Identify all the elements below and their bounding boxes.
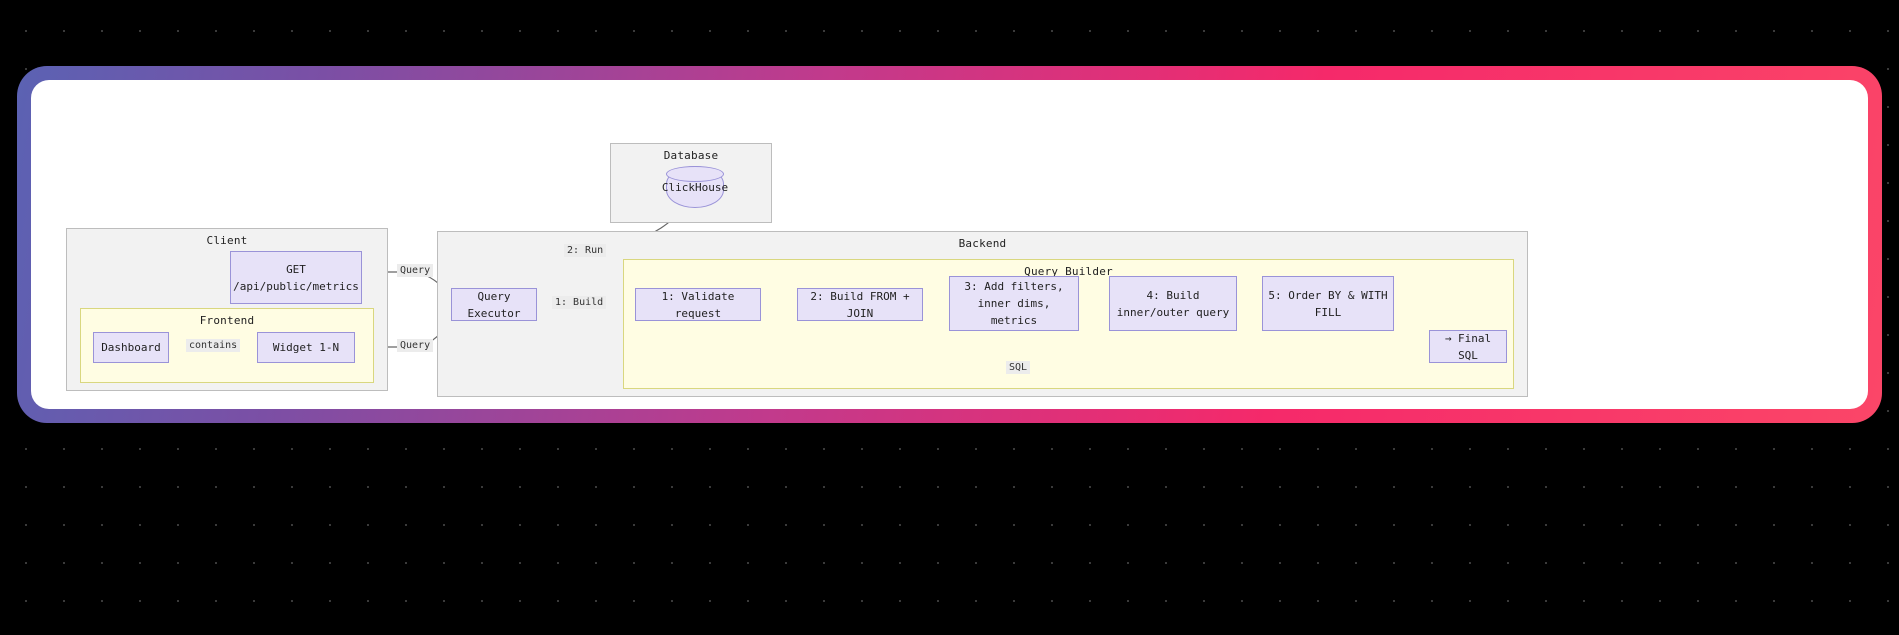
node-widget[interactable]: Widget 1-N — [257, 332, 355, 363]
node-widget-label: Widget 1-N — [272, 341, 340, 354]
node-step-5[interactable]: 5: Order BY & WITH FILL — [1262, 276, 1394, 331]
node-clickhouse[interactable]: ClickHouse — [662, 166, 728, 208]
node-get-endpoint[interactable]: GET /api/public/metrics — [230, 251, 362, 304]
edge-label-contains: contains — [186, 339, 241, 352]
gradient-frame: Database ClickHouse Client GET /api/publ… — [17, 66, 1882, 423]
group-query-builder-title: Query Builder — [1024, 265, 1113, 278]
node-step-3-line2: inner dims, metrics — [977, 297, 1051, 327]
node-dashboard[interactable]: Dashboard — [93, 332, 169, 363]
node-get-path: /api/public/metrics — [233, 279, 359, 293]
group-backend-title: Backend — [958, 237, 1007, 250]
edge-label-run: 2: Run — [564, 244, 607, 257]
node-step-1-label: 1: Validate request — [661, 289, 735, 320]
edge-label-query-get: Query — [397, 264, 434, 277]
group-database-title: Database — [663, 149, 719, 162]
node-clickhouse-label: ClickHouse — [661, 180, 729, 194]
node-step-3[interactable]: 3: Add filters, inner dims, metrics — [949, 276, 1079, 331]
group-client-title: Client — [206, 234, 248, 247]
node-step-4-line2: inner/outer query — [1116, 305, 1230, 319]
edge-label-build: 1: Build — [552, 296, 607, 309]
node-step-4[interactable]: 4: Build inner/outer query — [1109, 276, 1237, 331]
node-step-1[interactable]: 1: Validate request — [635, 288, 761, 321]
node-query-executor-label: Query Executor — [467, 289, 521, 320]
node-step-4-line1: 4: Build — [1146, 288, 1200, 302]
node-final-sql-label: → Final SQL — [1444, 331, 1492, 362]
node-dashboard-label: Dashboard — [101, 341, 161, 354]
node-query-executor[interactable]: Query Executor — [451, 288, 537, 321]
node-get-method: GET — [286, 262, 306, 276]
node-step-3-line1: 3: Add filters, — [964, 280, 1064, 293]
edge-label-sql: SQL — [1006, 361, 1031, 374]
node-step-5-line2: FILL — [1314, 305, 1342, 319]
group-frontend-title: Frontend — [199, 314, 255, 327]
node-step-5-line1: 5: Order BY & WITH — [1268, 288, 1388, 302]
diagram-canvas: Database ClickHouse Client GET /api/publ… — [31, 80, 1868, 409]
node-final-sql[interactable]: → Final SQL — [1429, 330, 1507, 363]
node-step-2-label: 2: Build FROM + JOIN — [810, 289, 910, 320]
edge-label-query-widget: Query — [397, 339, 434, 352]
node-step-2[interactable]: 2: Build FROM + JOIN — [797, 288, 923, 321]
